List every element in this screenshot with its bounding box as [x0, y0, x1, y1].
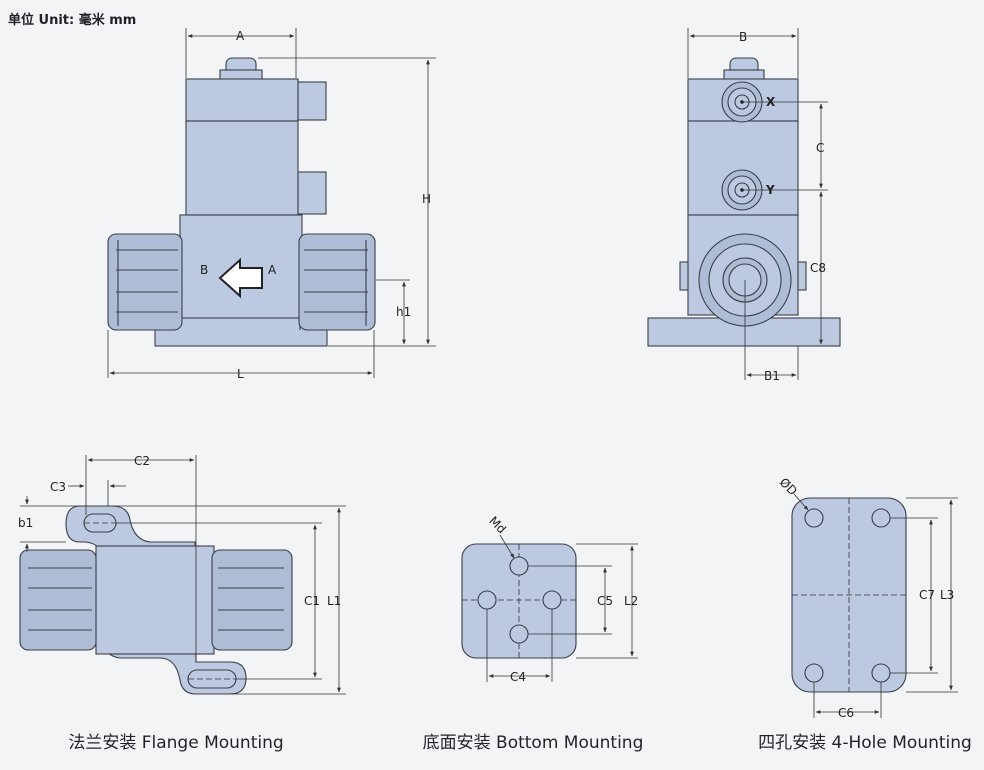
dim-d-label: ØD: [777, 475, 800, 498]
dim-c-label: C: [816, 141, 824, 155]
unit-label: 单位 Unit: 毫米 mm: [8, 13, 137, 28]
dim-c1-label: C1: [304, 594, 320, 608]
port-x-label: X: [766, 95, 776, 109]
flange-view: C2 C3 b1 C1 L1: [18, 454, 346, 695]
dim-c6-label: C6: [838, 706, 854, 720]
dim-c8-label: C8: [810, 261, 826, 275]
dim-l1-label: L1: [327, 594, 341, 608]
dim-c5-label: C5: [597, 594, 613, 608]
fourhole-caption: 四孔安装 4-Hole Mounting: [758, 733, 972, 753]
port-a-label: A: [268, 263, 277, 277]
dim-b1-label: B1: [764, 369, 780, 383]
dim-c3-label: C3: [50, 480, 66, 494]
dim-h1-label: h1: [396, 305, 411, 319]
dim-c2-label: C2: [134, 454, 150, 468]
dim-l3-label: L3: [940, 588, 954, 602]
fourhole-view: ØD C7 L3 C6: [777, 475, 958, 720]
dim-c4-label: C4: [510, 670, 526, 684]
dim-l-label: L: [237, 367, 244, 381]
dim-l2-label: L2: [624, 594, 638, 608]
side-view: B X Y C C8 B1: [647, 28, 841, 383]
bottom-view: Md C5 L2 C4: [461, 514, 638, 684]
dim-b-label: B: [739, 30, 747, 44]
dim-b1-flange-label: b1: [18, 516, 33, 530]
port-y-label: Y: [765, 183, 775, 197]
front-view: B A A H h1 L: [107, 28, 436, 381]
flange-caption: 法兰安装 Flange Mounting: [68, 733, 284, 753]
bottom-caption: 底面安装 Bottom Mounting: [422, 733, 644, 753]
dim-c7-label: C7: [919, 588, 935, 602]
dim-md-label: Md: [486, 514, 509, 537]
port-b-label: B: [200, 263, 208, 277]
dim-h-label: H: [422, 192, 431, 206]
dim-a-label: A: [236, 29, 245, 43]
